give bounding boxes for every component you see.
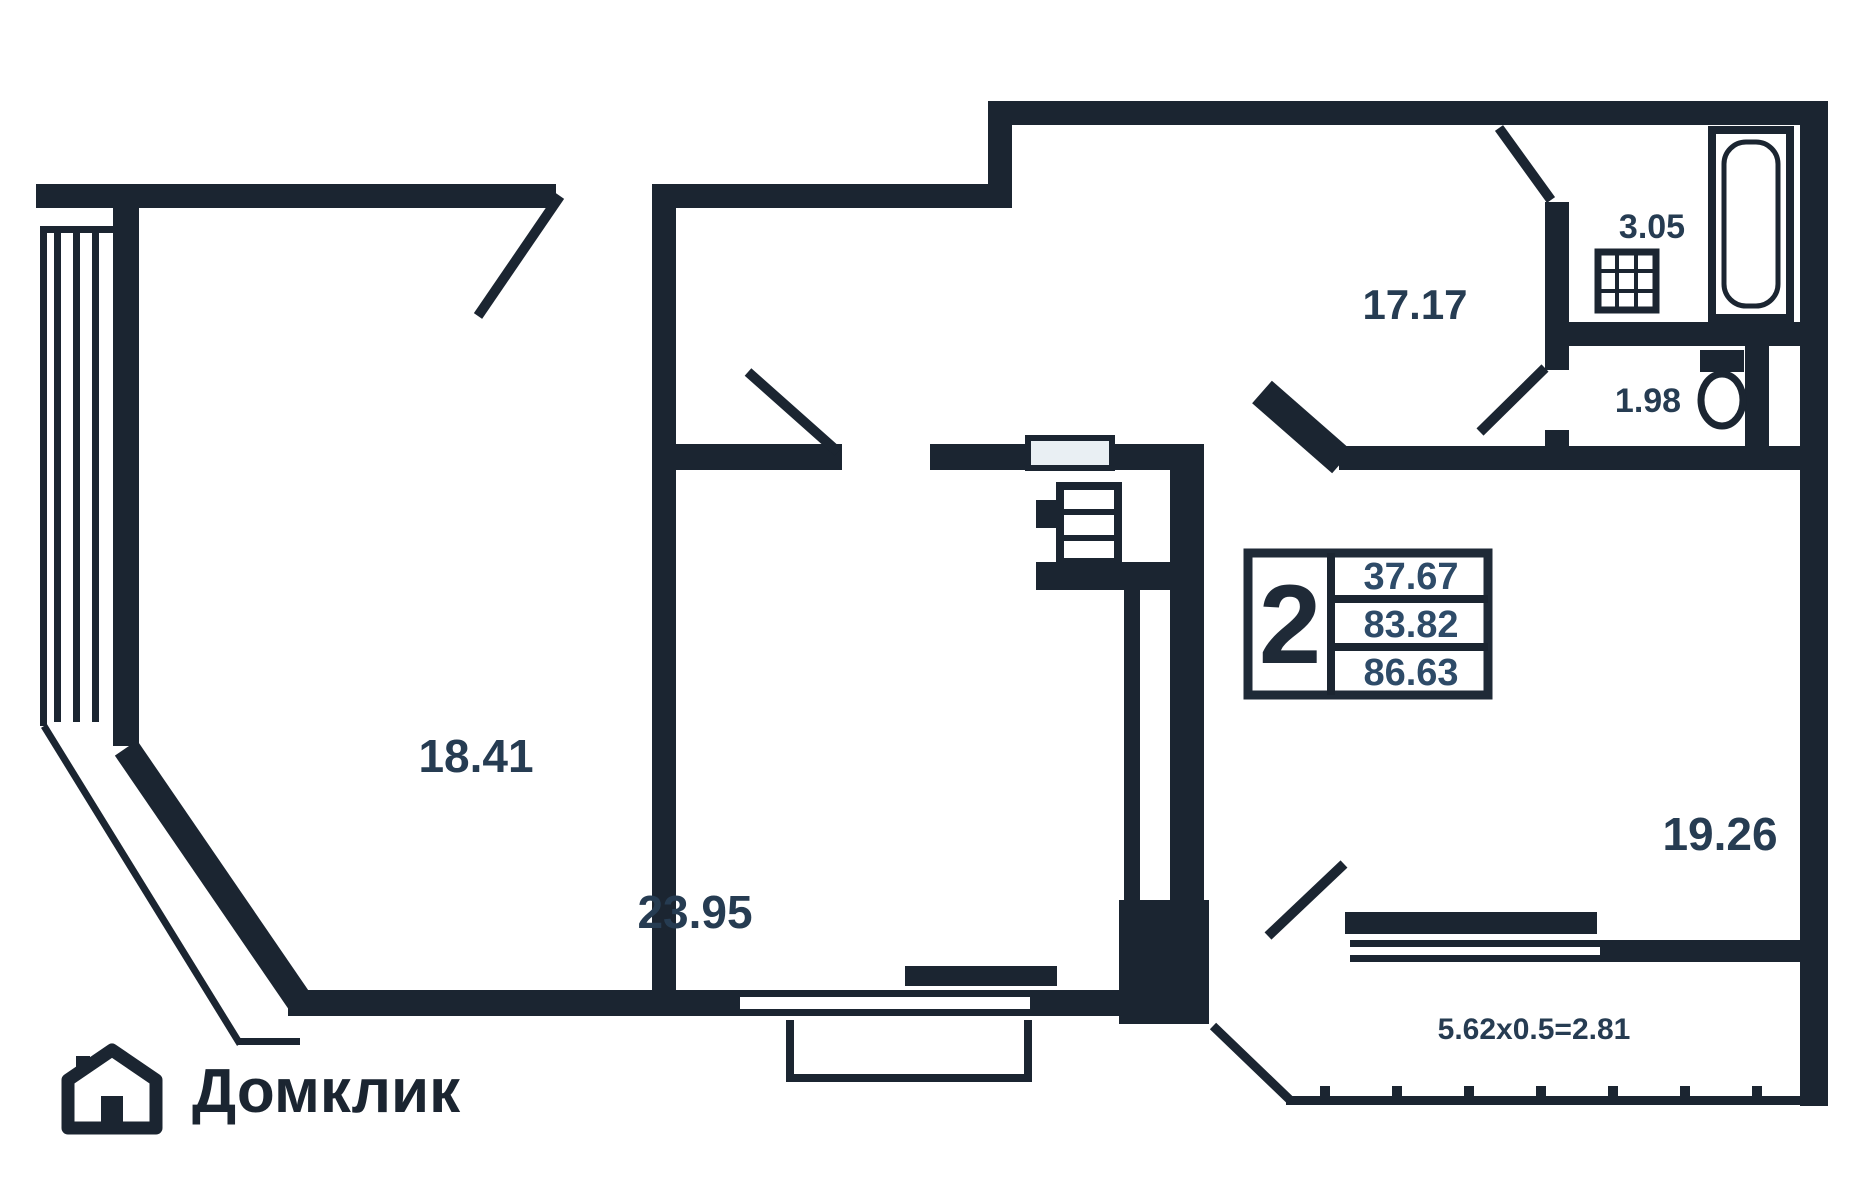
domclick-logo-icon <box>61 1043 163 1135</box>
radiator <box>905 966 1057 986</box>
domclick-logo-text: Домклик <box>192 1057 461 1126</box>
room-area-living-middle: 23.95 <box>637 886 752 938</box>
room-area-bathroom: 3.05 <box>1619 208 1685 246</box>
badge-total-area: 83.82 <box>1363 604 1458 646</box>
windows <box>740 435 1600 1016</box>
area-badge: 2 37.67 83.82 86.63 <box>1243 548 1493 700</box>
living-room-window <box>740 990 1030 1016</box>
room-area-room-right: 19.26 <box>1662 808 1777 860</box>
loggia-area-formula: 5.62x0.5=2.81 <box>1438 1013 1631 1046</box>
door-leaves <box>473 125 1556 940</box>
room-area-wc: 1.98 <box>1615 382 1681 420</box>
washing-machine-icon <box>1594 248 1660 314</box>
badge-total-area-with-balcony: 86.63 <box>1363 652 1458 694</box>
badge-room-count: 2 <box>1259 562 1321 687</box>
domclick-logo: Домклик <box>61 1043 461 1135</box>
balcony-railing-left <box>40 226 300 1046</box>
walls <box>36 101 1828 1106</box>
fridge-icon <box>1036 482 1122 566</box>
bathtub-icon <box>1708 126 1794 322</box>
room-area-bedroom-left: 18.41 <box>418 730 533 782</box>
badge-living-area: 37.67 <box>1363 556 1458 598</box>
loggia-window <box>1350 940 1600 962</box>
room-area-hallway: 17.17 <box>1362 281 1467 328</box>
radiator <box>1345 912 1597 934</box>
toilet-icon <box>1697 350 1747 430</box>
balcony-middle <box>786 1020 1032 1082</box>
loggia-railing <box>1209 1022 1828 1105</box>
serving-window <box>1025 435 1115 471</box>
